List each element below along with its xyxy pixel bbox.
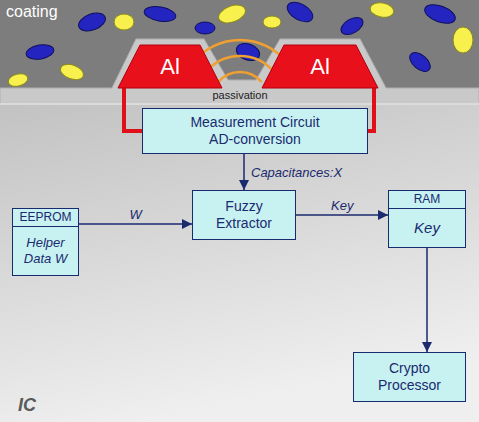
wire — [368, 87, 374, 131]
particle-blue — [338, 14, 366, 38]
node-text: AD-conversion — [209, 131, 301, 148]
node-text: Al — [310, 54, 330, 80]
process-box: Fuzzy Extractor — [192, 190, 296, 240]
aluminium-electrode — [262, 45, 378, 88]
aluminium-electrode — [118, 45, 222, 88]
edge-label: Capacitances:X — [251, 165, 342, 180]
box-body: Helper Data W — [13, 227, 78, 275]
memory-box: EEPROMHelper Data W — [12, 208, 79, 276]
particle-yellow — [114, 14, 134, 30]
particle-yellow — [7, 72, 29, 89]
particle-yellow — [58, 61, 85, 82]
layer-edge — [0, 103, 479, 105]
passivation-layer — [0, 39, 479, 104]
node-text: IC — [18, 395, 36, 416]
field-arc — [194, 40, 286, 61]
data-arrow — [426, 248, 428, 352]
particle-yellow — [453, 27, 473, 53]
edge-label: W — [130, 207, 142, 222]
particle-blue — [422, 1, 458, 27]
layer-label: coating — [6, 3, 58, 21]
particle-blue — [284, 0, 316, 26]
metal-pad: Al — [262, 45, 378, 88]
node-text: Crypto Processor — [359, 360, 460, 394]
process-box: Measurement CircuitAD-conversion — [142, 108, 368, 154]
particle-blue — [143, 4, 177, 23]
particle-yellow — [263, 16, 281, 28]
data-arrow — [243, 154, 245, 190]
particle-yellow — [216, 2, 248, 27]
particle-yellow — [369, 1, 395, 19]
box-header: EEPROM — [13, 209, 78, 227]
wire — [124, 87, 142, 131]
coating-layer — [0, 0, 479, 104]
box-header: RAM — [389, 191, 465, 209]
particle-blue — [25, 43, 55, 62]
particle-blue — [406, 49, 433, 75]
metal-pad: Al — [118, 45, 222, 88]
node-text: Measurement Circuit — [190, 114, 319, 131]
box-body: Key — [389, 209, 465, 247]
node-text: Al — [160, 54, 180, 80]
particle-blue — [76, 10, 108, 35]
layer-label: passivation — [200, 89, 280, 101]
field-arc — [219, 72, 262, 82]
node-text: Fuzzy Extractor — [198, 198, 290, 232]
edge-label: Key — [331, 198, 353, 213]
memory-box: RAMKey — [388, 190, 466, 248]
particle-blue — [195, 22, 215, 34]
ic-substrate-fill — [0, 104, 479, 422]
data-arrow — [79, 223, 192, 225]
ic-region: IC Measurement CircuitAD-conversionEEPROM… — [0, 104, 479, 422]
data-arrow — [296, 214, 388, 216]
process-box: Crypto Processor — [353, 352, 466, 402]
field-arc — [206, 56, 273, 72]
